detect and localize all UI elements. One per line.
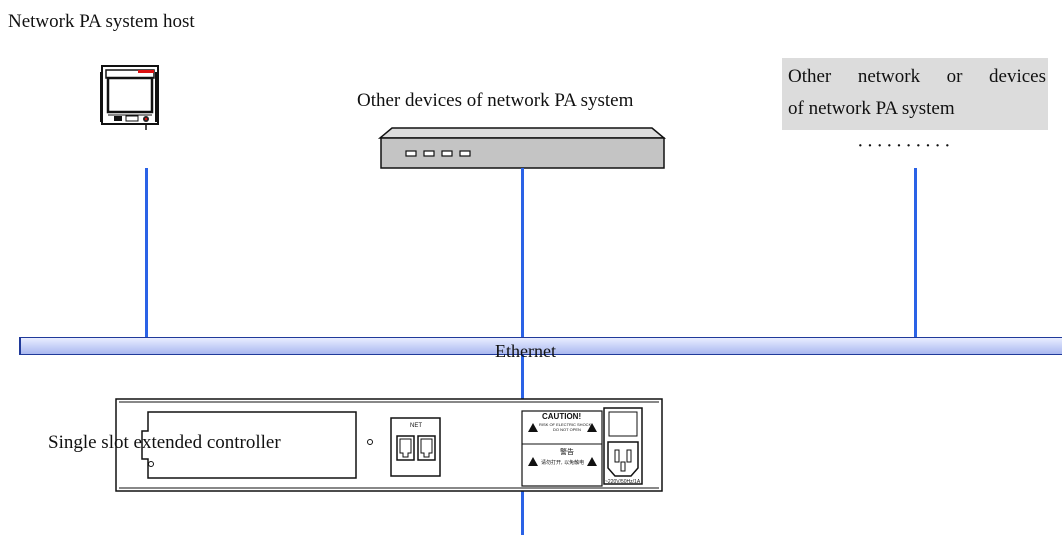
other-network-note-box — [782, 58, 1048, 130]
caution-line-2: DO NOT OPEN — [553, 427, 581, 432]
controller-rear-panel — [115, 398, 663, 492]
host-link-line — [145, 168, 148, 338]
ellipsis-dots: ·········· — [857, 135, 954, 157]
other-network-line-2: of network PA system — [788, 98, 955, 119]
other-network-note: Other network or devices of network PA s… — [788, 61, 1046, 125]
ethernet-bus — [19, 337, 1062, 355]
host-device-icon — [100, 65, 159, 130]
caution-line-1: RISK OF ELECTRIC SHOCK — [539, 422, 592, 427]
other-network-line-1: Other network or devices — [788, 66, 1046, 87]
ethernet-label: Ethernet — [495, 341, 556, 361]
net-port-label: NET — [410, 423, 422, 429]
warning-title: 警告 — [560, 448, 574, 456]
caution-title: CAUTION! — [542, 412, 582, 421]
host-label: Network PA system host — [8, 11, 195, 32]
power-rating-label: ~220V/50Hz/1A — [605, 479, 641, 485]
network-device-box-icon — [377, 127, 667, 169]
controller-label: Single slot extended controller — [48, 432, 281, 453]
other-devices-label: Other devices of network PA system — [357, 90, 634, 111]
other-network-link-line — [914, 168, 917, 338]
warning-text: 请勿打开, 以免触电 — [541, 460, 585, 466]
